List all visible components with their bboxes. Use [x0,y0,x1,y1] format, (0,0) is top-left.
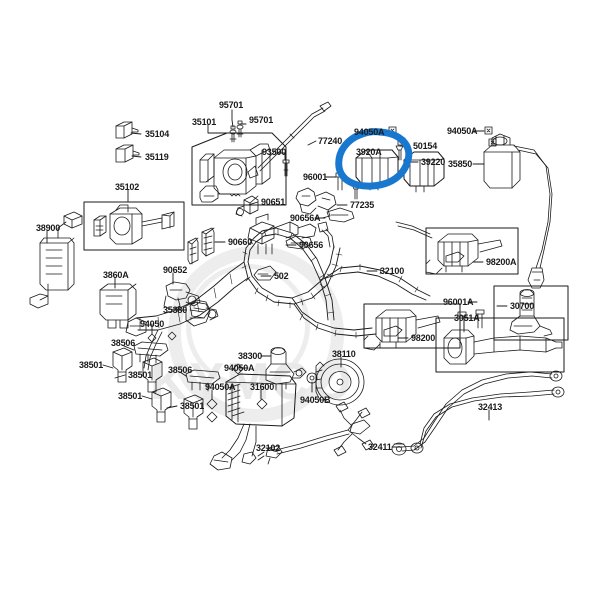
callout-label: 94050A [354,127,385,137]
highlight-annotation [335,128,413,190]
callout-label: 38501 [79,360,104,370]
callout-label: 90660 [228,237,253,247]
callout-label: 38501 [180,401,205,411]
callout-label: 38506 [168,365,193,375]
callout-label: 35380 [163,305,188,315]
callout-label: 38501 [128,370,153,380]
callout-label: 77240 [318,136,343,146]
callout-label: 35119 [145,152,169,162]
callout-label: 35104 [145,129,170,139]
callout-label: 90651 [261,197,286,207]
callout-label: 3860A [103,270,129,280]
callout-label: 38501 [118,391,143,401]
callout-label: 31600 [250,382,275,392]
callout-label: 95701 [249,115,274,125]
kymco-watermark-text: KYMCO [150,353,354,411]
callout-label: 35101 [192,117,217,127]
callout-label: 96001A [443,297,474,307]
callout-label: 502 [274,271,289,281]
callout-label: 3051A [454,313,480,323]
callout-label: 30700 [510,301,535,311]
callout-label: 50154 [413,141,438,151]
callout-label: 94050A [224,363,255,373]
callout-label: 94050B [300,395,331,405]
callout-label: 32100 [380,266,405,276]
callout-label: 77235 [350,200,375,210]
callout-label: 98200A [486,257,517,267]
callout-label: 90656A [290,213,321,223]
callout-label: 32102 [256,443,281,453]
callout-label: 32413 [478,402,503,412]
callout-label: 39220 [421,157,446,167]
callout-label: 94050 [140,319,165,329]
callout-label: 35850 [448,159,473,169]
callout-label: 35102 [115,182,140,192]
callout-label: 96001 [303,172,328,182]
callout-label: 95701 [219,100,244,110]
callout-label: 38506 [111,338,136,348]
callout-label: 32411 [368,442,392,452]
callout-label: 38300 [238,351,263,361]
callout-label: 94050A [447,126,478,136]
kymco-watermark-inner-ring [186,264,310,388]
callout-label: 38110 [332,349,356,359]
callout-label: 93500 [262,147,287,157]
callout-label: 94050A [205,382,236,392]
callout-label: 98200 [411,333,436,343]
callout-label-highlighted: 3920A [356,147,382,157]
callout-label: 38900 [36,223,61,233]
callout-label: 90656 [299,240,324,250]
callout-label: 90652 [163,265,188,275]
